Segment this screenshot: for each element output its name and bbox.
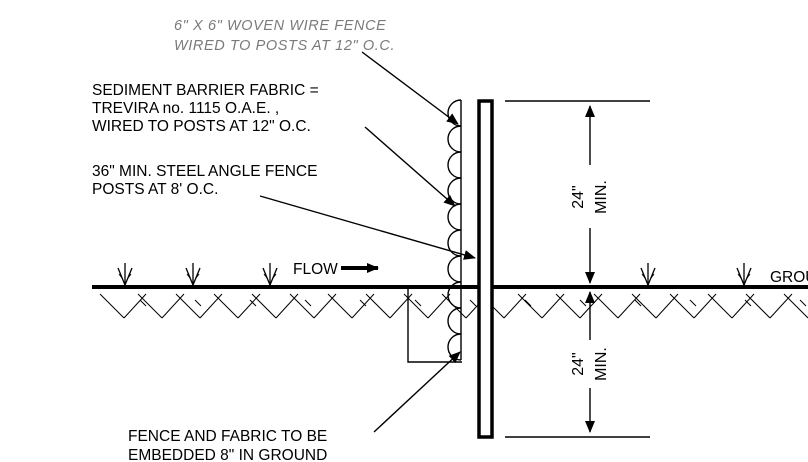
hatch-tick	[304, 299, 312, 307]
grass-tuft	[640, 263, 656, 286]
hatch-stroke	[251, 293, 277, 319]
hatch-tick	[799, 299, 807, 307]
hatch-stroke	[517, 293, 543, 319]
hatch-stroke	[669, 293, 695, 319]
hatch-stroke	[313, 293, 337, 319]
fabric-loop	[447, 307, 462, 335]
hatch-tick	[579, 299, 587, 307]
hatch-stroke	[541, 293, 565, 319]
steel-fence-post	[477, 99, 494, 439]
posts-label-line1: 36" MIN. STEEL ANGLE FENCE	[92, 163, 317, 180]
lower-dim-value: 24"	[570, 352, 587, 375]
fabric-loop	[447, 99, 462, 127]
hatch-stroke	[365, 293, 391, 319]
hatch-stroke	[555, 293, 581, 319]
grass-tuft	[736, 263, 752, 286]
fabric-loop	[447, 255, 462, 283]
hatch-stroke	[707, 293, 733, 319]
flow-label: FLOW	[293, 261, 338, 278]
dimension-upper	[505, 100, 650, 284]
leader-woven-wire	[361, 51, 459, 125]
woven-wire-label-line1: 6" X 6" WOVEN WIRE FENCE	[174, 18, 386, 34]
grass-tuft	[117, 263, 133, 286]
hatch-stroke	[745, 293, 771, 319]
hatch-stroke	[327, 293, 353, 319]
fabric-label-line2: TREVIRA no. 1115 O.A.E. ,	[92, 100, 279, 117]
hatch-stroke	[289, 293, 315, 319]
hatch-stroke	[161, 293, 185, 319]
hatch-stroke	[237, 293, 261, 319]
hatch-tick	[689, 299, 697, 307]
fabric-loop	[447, 281, 462, 309]
hatch-stroke	[693, 293, 717, 319]
hatch-tick	[524, 299, 532, 307]
grass-tufts	[117, 263, 752, 286]
hatch-stroke	[427, 293, 451, 319]
hatch-stroke	[617, 293, 641, 319]
hatch-stroke	[199, 293, 223, 319]
upper-dim-value: 24"	[570, 185, 587, 208]
fabric-loop	[447, 229, 462, 257]
fabric-loop	[447, 333, 462, 361]
hatch-stroke	[175, 293, 201, 319]
hatch-stroke	[631, 293, 657, 319]
fabric-label-line1: SEDIMENT BARRIER FABRIC =	[92, 82, 319, 99]
upper-dim-unit: MIN.	[593, 180, 610, 214]
dimension-lower	[505, 291, 650, 438]
ground-label: GROUND	[770, 269, 808, 286]
lower-dim-unit: MIN.	[593, 347, 610, 381]
hatch-tick	[469, 299, 477, 307]
hatch-stroke	[213, 293, 239, 319]
grass-tuft	[262, 263, 278, 286]
leader-fabric	[364, 126, 456, 207]
leader-posts	[259, 195, 476, 260]
hatch-stroke	[769, 293, 793, 319]
hatch-tick	[359, 299, 367, 307]
fabric-label-line3: WIRED TO POSTS AT 12" O.C.	[92, 118, 311, 135]
grass-tuft	[185, 263, 201, 286]
hatch-stroke	[503, 293, 527, 319]
posts-label-line2: POSTS AT 8' O.C.	[92, 181, 218, 198]
hatch-stroke	[351, 293, 375, 319]
hatch-stroke	[275, 293, 299, 319]
hatch-stroke	[783, 293, 808, 319]
fabric-loop	[447, 151, 462, 179]
hatch-stroke	[593, 293, 619, 319]
hatch-tick	[249, 299, 257, 307]
leader-embed	[373, 351, 461, 433]
woven-wire-label-line2: WIRED TO POSTS AT 12" O.C.	[174, 38, 395, 54]
hatch-stroke	[655, 293, 679, 319]
hatch-stroke	[123, 293, 147, 319]
hatch-stroke	[579, 293, 603, 319]
hatch-stroke	[99, 293, 125, 319]
hatch-tick	[139, 299, 147, 307]
hatch-tick	[634, 299, 642, 307]
embed-label-line1: FENCE AND FABRIC TO BE	[128, 428, 327, 445]
fabric-loop	[447, 125, 462, 153]
hatch-tick	[744, 299, 752, 307]
hatch-tick	[414, 299, 422, 307]
hatch-stroke	[137, 293, 163, 319]
ground-hatch	[99, 293, 808, 319]
fabric-loops	[447, 99, 462, 361]
embedment-trench	[407, 289, 462, 363]
hatch-tick	[194, 299, 202, 307]
fabric-loop	[447, 203, 462, 231]
embed-label-line2: EMBEDDED 8" IN GROUND	[128, 447, 327, 462]
fabric-loop	[447, 177, 462, 205]
